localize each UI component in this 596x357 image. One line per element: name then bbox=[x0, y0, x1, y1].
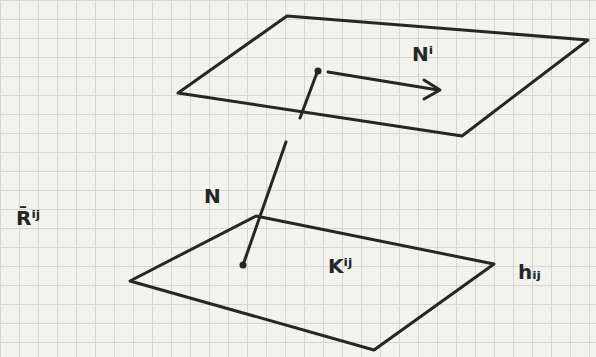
math-label: R̄ⁱʲ bbox=[16, 208, 40, 228]
shift-arrow bbox=[328, 72, 438, 90]
point bbox=[315, 68, 322, 75]
arrow-head bbox=[424, 80, 440, 99]
math-label: Kⁱʲ bbox=[328, 256, 352, 276]
point bbox=[240, 262, 247, 269]
math-label: hᵢⱼ bbox=[518, 262, 541, 282]
math-label: N bbox=[204, 186, 221, 206]
lapse-line bbox=[243, 70, 318, 265]
lower-slice bbox=[130, 216, 494, 350]
math-label: Nⁱ bbox=[412, 44, 433, 64]
upper-slice bbox=[178, 16, 588, 136]
